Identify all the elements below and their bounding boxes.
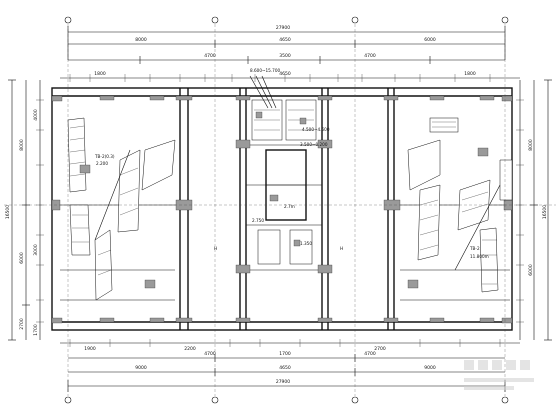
dim-bottom-row3-a: 1900 [84, 346, 96, 352]
dim-bottom-overall: 27900 [276, 379, 290, 385]
dim-bottom-row2-c: 4700 [364, 351, 376, 357]
dim-top-row4-a: 1800 [94, 71, 106, 77]
dim-top-row4-b: 4650 [279, 71, 291, 77]
dim-right-seg-a: 8000 [528, 139, 534, 151]
dim-top-row3-a: 4700 [204, 53, 216, 59]
label-a: 1.350 [300, 241, 312, 246]
dim-left-sub-a: 4000 [33, 109, 39, 121]
axis-bubbles [64, 16, 509, 404]
watermark-logo [464, 360, 534, 390]
label-b: 2.750 [252, 218, 264, 223]
dim-bottom-row3-c: 2700 [374, 346, 386, 352]
top-dimensions: 27900 8000 4650 6000 4700 3500 4700 1800… [60, 25, 520, 82]
elev-mid-label: 4.500~4.600 [302, 127, 330, 132]
dim-top-row2-c: 6000 [424, 37, 436, 43]
dim-bottom-row3-b: 2200 [184, 346, 196, 352]
dim-bottom-row2-b: 1700 [279, 351, 291, 357]
dim-bottom-row2-a: 4700 [204, 351, 216, 357]
bottom-dimensions: 1900 2200 2700 4700 1700 4700 9000 4650 … [60, 339, 520, 392]
note-2: H [340, 246, 343, 251]
dim-right-seg-b: 6000 [528, 264, 534, 276]
dim-top-row2-b: 4650 [279, 37, 291, 43]
dim-bottom-row-b: 4650 [279, 365, 291, 371]
stair-left-label: TB-2(0.3) [94, 154, 115, 159]
stair-right-label: TB-2 [469, 246, 480, 251]
dim-bottom-row-a: 9000 [135, 365, 147, 371]
right-stair-block: TB-2 11.800m [400, 117, 513, 301]
dim-left-seg-c: 2700 [19, 318, 25, 330]
left-dimensions: 16500 8000 6000 2700 4000 3000 1700 [5, 79, 44, 341]
dim-left-sub-b: 3000 [33, 244, 39, 256]
dim-left-total: 16500 [5, 205, 11, 219]
note-1: H [214, 246, 217, 251]
dim-top-row2-a: 8000 [135, 37, 147, 43]
room-mid-label: 2.7m [284, 204, 295, 209]
dim-right-total: 16500 [542, 205, 548, 219]
dim-left-seg-b: 6000 [19, 252, 25, 264]
axis-lines [4, 24, 556, 396]
elev-c-label: 11.800m [470, 254, 489, 259]
right-dimensions: 16500 8000 6000 [516, 79, 552, 341]
dim-left-sub-c: 1700 [33, 324, 39, 336]
dim-top-row3-c: 4700 [364, 53, 376, 59]
dim-top-row3-b: 3500 [279, 53, 291, 59]
dim-top-overall: 27900 [276, 25, 290, 31]
elev-a-label: 3.500~0.200 [300, 142, 328, 147]
central-core: 8.600~15.700 4.500~4.600 3.500~0.200 1.3… [214, 68, 343, 265]
dim-left-seg-a: 8000 [19, 139, 25, 151]
dim-top-row4-c: 1800 [464, 71, 476, 77]
elev-b-label: 2.200 [96, 161, 108, 166]
left-stair-block: TB-2(0.3) 2.200 [60, 117, 176, 301]
elev-top-label: 8.600~15.700 [250, 68, 280, 73]
dim-bottom-row-c: 9000 [424, 365, 436, 371]
